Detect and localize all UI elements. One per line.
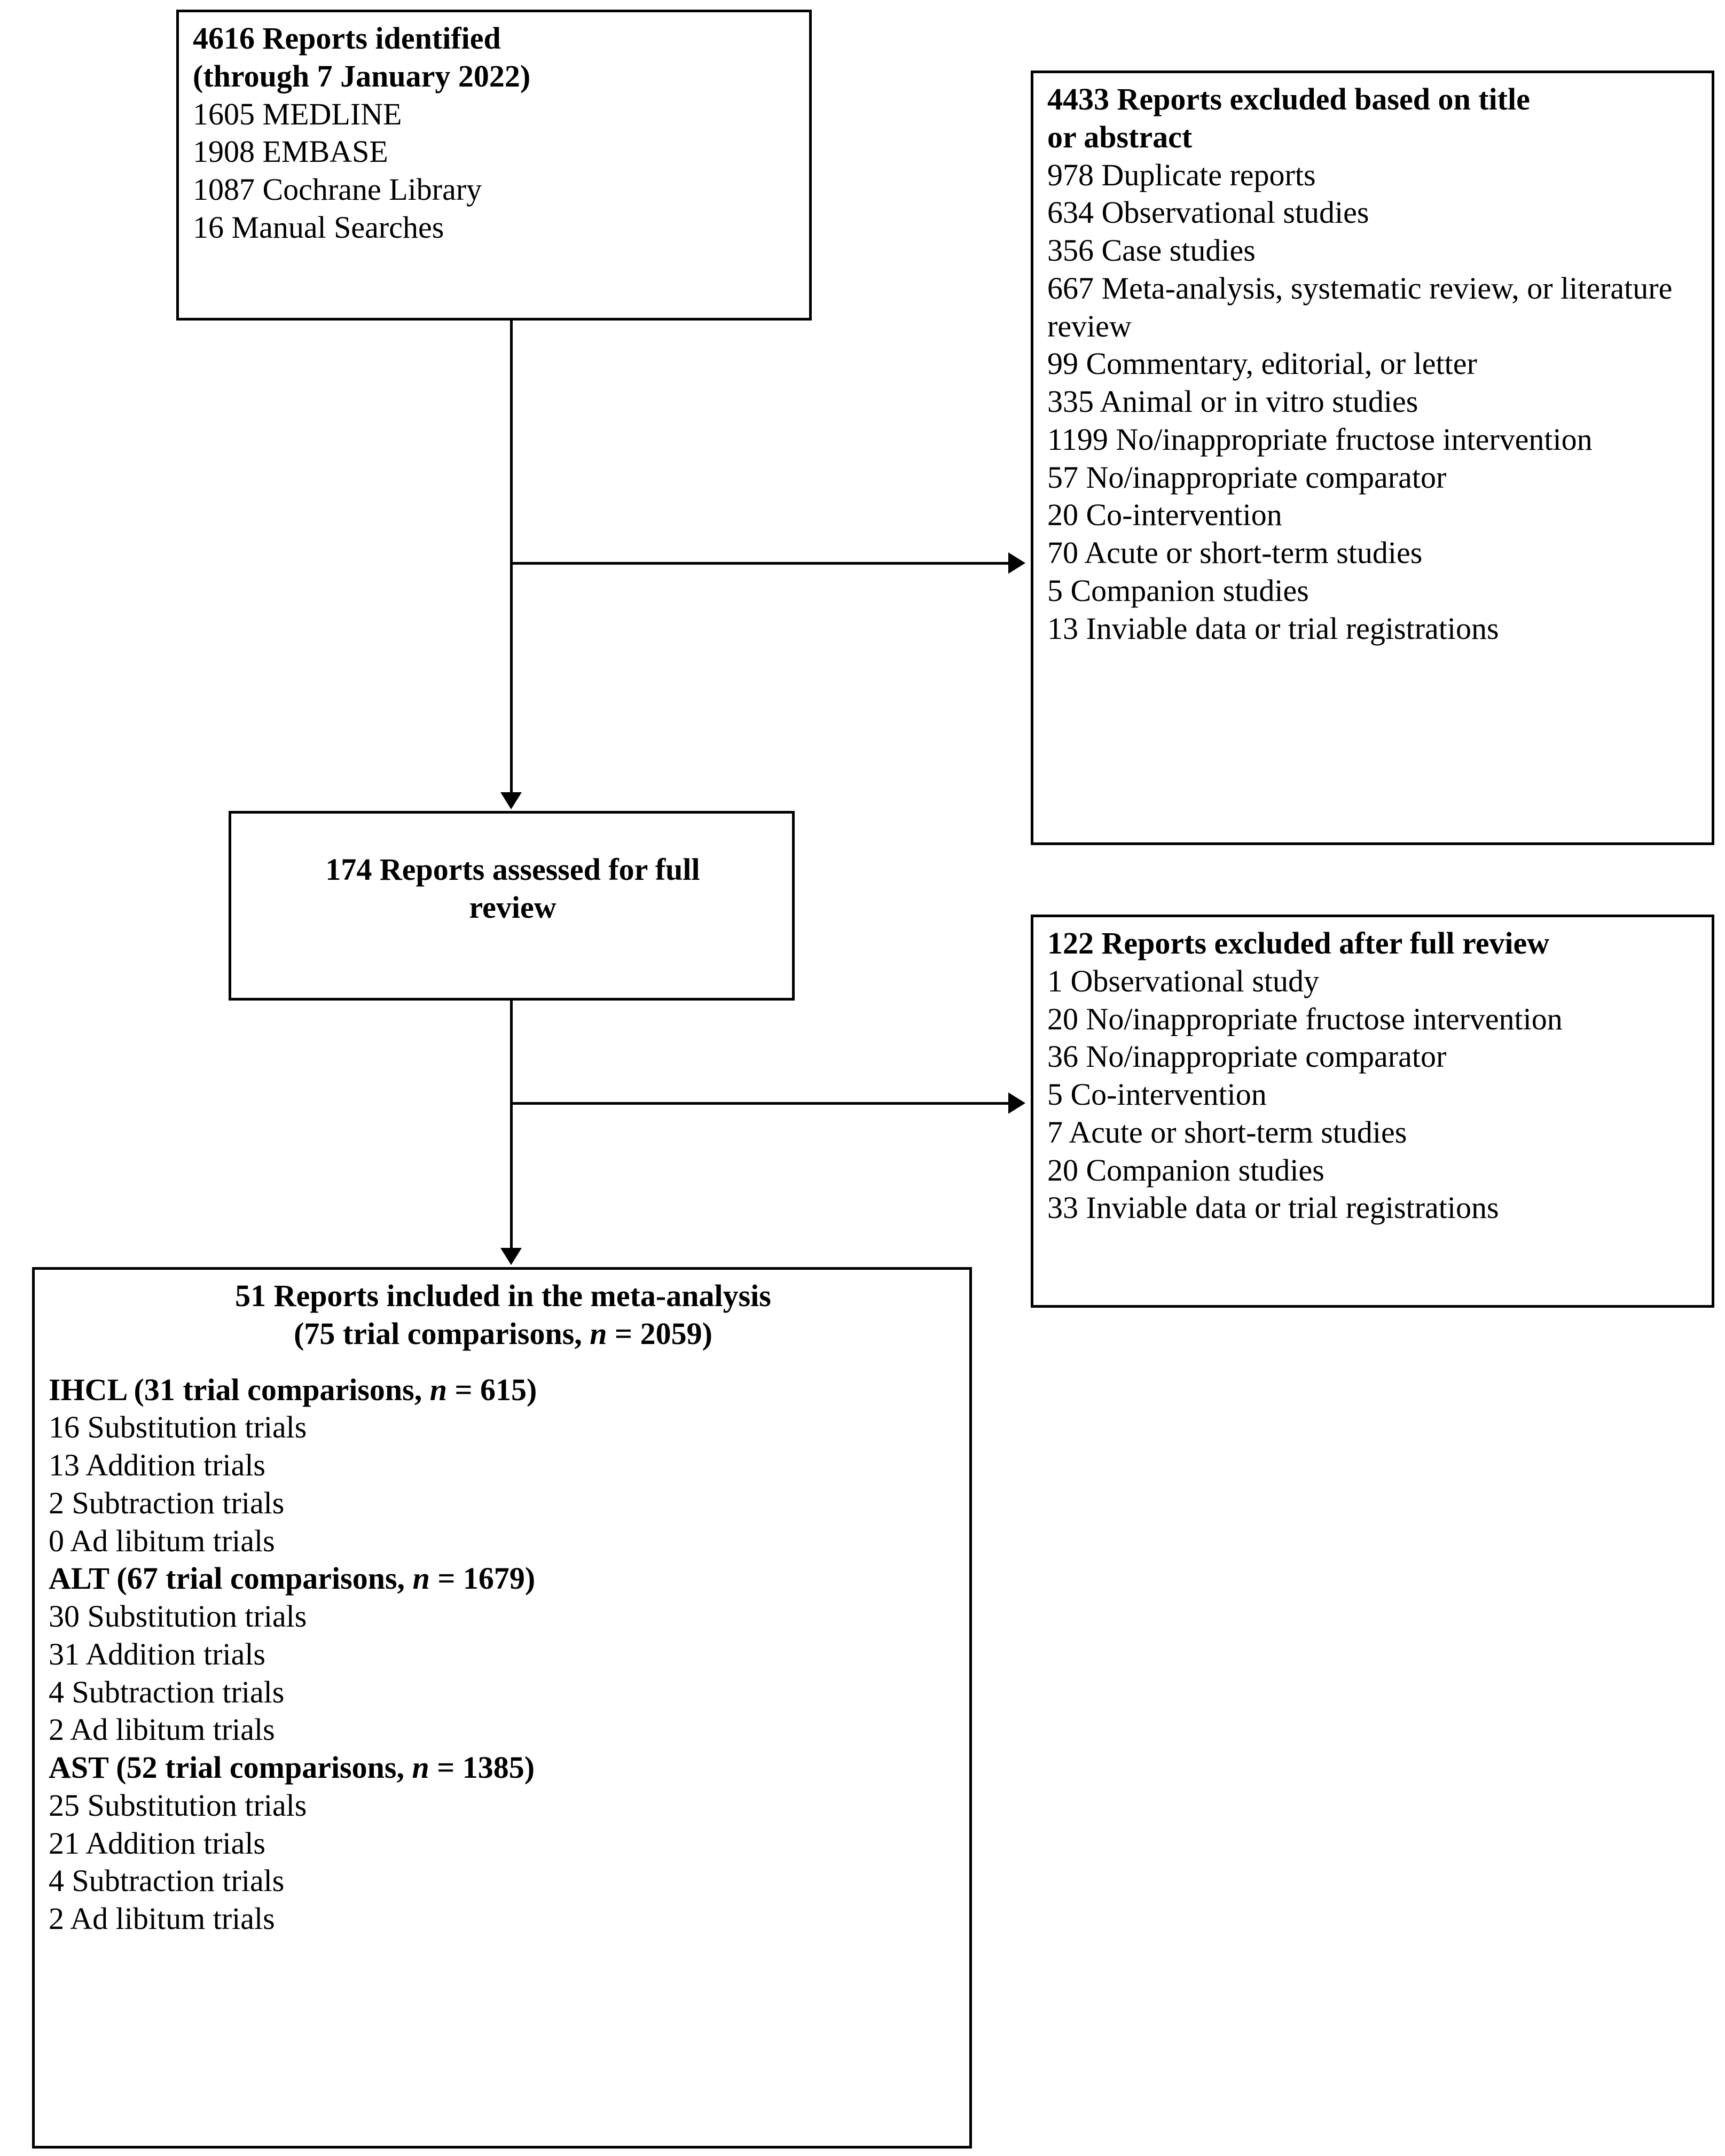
group-head-pre: ALT (67 trial comparisons, [49,1561,413,1596]
connector-identified-to-assessed [510,321,513,793]
identified-item: 1908 EMBASE [193,134,388,169]
included-group-item: 30 Substitution trials [49,1599,307,1634]
included-group-item: 0 Ad libitum trials [49,1523,275,1558]
connector-to-excluded-full-review [510,1102,1009,1105]
included-group-item: 2 Subtraction trials [49,1485,285,1520]
excluded-full-review-item: 20 Companion studies [1047,1152,1324,1188]
box-reports-assessed-full-review: 174 Reports assessed for full review [229,811,795,1001]
excluded-full-review-item: 1 Observational study [1047,963,1320,998]
box-reports-excluded-title-abstract: 4433 Reports excluded based on title or … [1031,71,1714,845]
included-title-line2-italic: n [590,1316,607,1351]
identified-item: 16 Manual Searches [193,209,444,245]
excluded-title-abstract-item: 99 Commentary, editorial, or letter [1047,346,1477,381]
group-head-italic: n [412,1561,430,1596]
excluded-title-abstract-item: 20 Co-intervention [1047,497,1282,533]
included-group-item: 25 Substitution trials [49,1787,307,1823]
group-head-italic: n [412,1750,429,1785]
box-reports-excluded-full-review: 122 Reports excluded after full review 1… [1031,915,1714,1308]
included-title-line2-pre: (75 trial comparisons, [294,1316,590,1351]
excluded-full-review-item: 5 Co-intervention [1047,1077,1267,1112]
excluded-full-review-item: 36 No/inappropriate comparator [1047,1039,1447,1074]
group-head-post: = 1385) [429,1750,535,1785]
group-head-pre: IHCL (31 trial comparisons, [49,1372,430,1407]
excluded-title-abstract-title-line1: 4433 Reports excluded based on title [1047,82,1530,116]
group-head-post: = 615) [447,1372,537,1407]
group-head-pre: AST (52 trial comparisons, [49,1750,412,1785]
excluded-title-abstract-item: 356 Case studies [1047,233,1256,268]
included-group-item: 2 Ad libitum trials [49,1901,275,1936]
excluded-full-review-item: 33 Inviable data or trial registrations [1047,1190,1499,1225]
box-reports-included-meta-analysis: 51 Reports included in the meta-analysis… [32,1267,972,2149]
included-title-line2: (75 trial comparisons, n = 2059) [49,1315,958,1353]
assessed-title-line1: 174 Reports assessed for full [325,852,700,887]
identified-item: 1087 Cochrane Library [193,172,482,207]
included-title-line1: 51 Reports included in the meta-analysis [235,1278,771,1313]
identified-title-line2: (through 7 January 2022) [193,58,531,93]
excluded-title-abstract-item: 335 Animal or in vitro studies [1047,384,1418,419]
arrowhead-down-included [500,1248,522,1265]
identified-title-line1: 4616 Reports identified [193,21,501,56]
included-group-item: 21 Addition trials [49,1825,265,1861]
excluded-full-review-item: 7 Acute or short-term studies [1047,1114,1407,1150]
included-group-item: 4 Subtraction trials [49,1863,285,1899]
included-group-item: 2 Ad libitum trials [49,1712,275,1747]
assessed-title-line2: review [469,889,556,925]
excluded-title-abstract-item: 70 Acute or short-term studies [1047,535,1423,570]
included-group-item: 13 Addition trials [49,1448,265,1482]
included-group-head-alt: ALT (67 trial comparisons, n = 1679) [49,1560,958,1598]
connector-assessed-to-included [510,1001,513,1249]
arrowhead-right-excluded-full-review [1008,1092,1025,1114]
included-title-line2-post: = 2059) [607,1316,712,1351]
excluded-title-abstract-title-line2: or abstract [1047,119,1193,154]
included-group-item: 31 Addition trials [49,1636,265,1671]
included-group-head-ihcl: IHCL (31 trial comparisons, n = 615) [49,1371,958,1409]
arrowhead-right-excluded-title-abstract [1008,552,1025,574]
excluded-title-abstract-item: 978 Duplicate reports [1047,157,1316,192]
excluded-title-abstract-item: 13 Inviable data or trial registrations [1047,611,1499,646]
arrowhead-down-assessed [500,792,522,809]
identified-item: 1605 MEDLINE [193,96,402,131]
excluded-title-abstract-item: 634 Observational studies [1047,195,1369,230]
included-group-item: 4 Subtraction trials [49,1674,285,1709]
connector-to-excluded-title-abstract [510,562,1009,565]
spacer [49,1353,958,1371]
included-group-head-ast: AST (52 trial comparisons, n = 1385) [49,1749,958,1787]
excluded-full-review-title: 122 Reports excluded after full review [1047,926,1550,960]
group-head-italic: n [429,1372,447,1407]
excluded-title-abstract-item: 5 Companion studies [1047,573,1309,608]
box-reports-identified: 4616 Reports identified (through 7 Janua… [176,10,812,321]
group-head-post: = 1679) [429,1561,536,1596]
included-group-item: 16 Substitution trials [49,1410,307,1445]
excluded-full-review-item: 20 No/inappropriate fructose interventio… [1047,1001,1563,1036]
excluded-title-abstract-item: 667 Meta-analysis, systematic review, or… [1047,270,1673,343]
excluded-title-abstract-item: 57 No/inappropriate comparator [1047,459,1447,495]
excluded-title-abstract-item: 1199 No/inappropriate fructose intervent… [1047,421,1593,457]
